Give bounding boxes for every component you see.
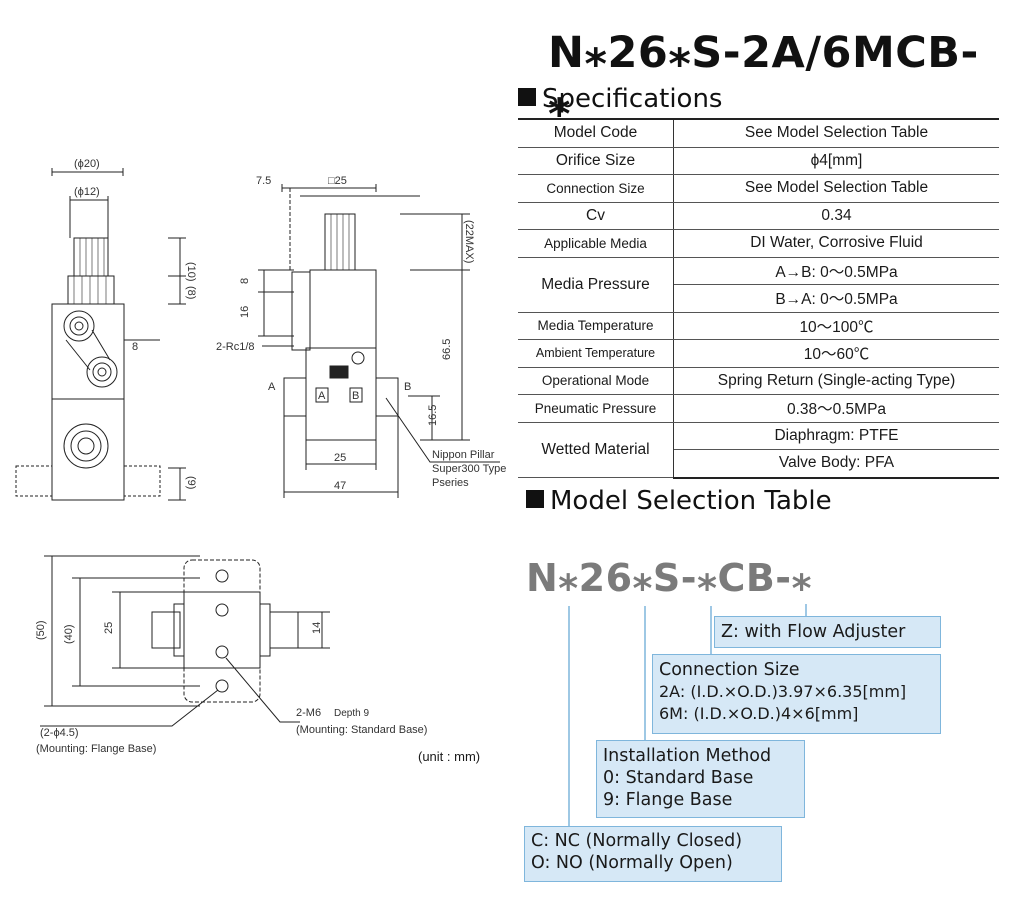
dim-label: 47: [334, 480, 346, 492]
connection-size-line: 6M: (I.D.×O.D.)4×6[mm]: [659, 704, 859, 723]
installation-method-line: 0: Standard Base: [603, 768, 754, 788]
model-selection-heading-text: Model Selection Table: [550, 486, 832, 516]
dim-label: Super300 Type: [432, 463, 506, 475]
dim-label: (10): [185, 262, 197, 282]
connection-size-line: 2A: (I.D.×O.D.)3.97×6.35[mm]: [659, 682, 907, 701]
spec-key: Model Code: [518, 118, 674, 148]
table-row: B→A: 0～0.5MPa: [518, 284, 999, 313]
spec-value: B→A: 0～0.5MPa: [673, 284, 999, 313]
spec-key: Applicable Media: [518, 229, 674, 258]
model-selection-heading: Model Selection Table: [526, 486, 832, 516]
port-a-label: A: [318, 390, 326, 402]
table-row: Valve Body: PFA: [518, 449, 999, 479]
spec-key: Cv: [518, 202, 674, 230]
dim-label: Depth 9: [334, 708, 369, 719]
unit-note: (unit : mm): [418, 749, 481, 764]
dim-label: (Mounting: Flange Base): [36, 743, 156, 755]
dim-label: (50): [35, 620, 47, 640]
spec-value: 10～100℃: [673, 312, 999, 340]
spec-value: A→B: 0～0.5MPa: [673, 257, 999, 285]
dim-label: 2-M6: [296, 707, 321, 719]
spec-value: DI Water, Corrosive Fluid: [673, 229, 999, 258]
dim-label: 8: [239, 278, 251, 284]
spec-key: Media Pressure: [518, 257, 674, 313]
normal-state-line: C: NC (Normally Closed): [531, 831, 743, 851]
spec-key: Media Temperature: [518, 312, 674, 340]
product-title: N⁎26⁎S-2A/6MCB-⁎: [548, 28, 979, 128]
dim-label: (ϕ20): [74, 158, 100, 170]
dim-label: 25: [103, 622, 115, 634]
dim-label: 16.5: [427, 405, 439, 426]
spec-value: ϕ4[mm]: [673, 147, 999, 175]
flow-adjuster-box: Z: with Flow Adjuster: [714, 616, 941, 648]
model-code-pattern: N⁎26⁎S-⁎CB-⁎: [526, 556, 812, 600]
heading-square-icon: [518, 88, 536, 106]
bottom-view: [40, 555, 330, 727]
dim-label: (9): [185, 476, 197, 489]
installation-method-line: 9: Flange Base: [603, 790, 733, 810]
dim-label: 8: [132, 341, 138, 353]
dim-label: (ϕ12): [74, 186, 100, 198]
dim-label: 16: [239, 306, 251, 318]
spec-value: Valve Body: PFA: [673, 449, 999, 479]
spec-value: See Model Selection Table: [673, 174, 999, 203]
normal-state-line: O: NO (Normally Open): [531, 853, 733, 873]
port-b-label: B: [352, 390, 359, 402]
side-view: [258, 184, 500, 498]
drawing-dimension-labels: (ϕ20) (ϕ12) (10) (8) 8 (9) 7.5 □25 (22MA…: [35, 158, 506, 755]
dim-label: Nippon Pillar: [432, 449, 495, 461]
dim-label: □25: [328, 175, 347, 187]
specifications-heading-text: Specifications: [542, 84, 723, 114]
spec-key: Connection Size: [518, 174, 674, 203]
spec-key: Operational Mode: [518, 367, 674, 395]
spec-value: 0.38～0.5MPa: [673, 394, 999, 423]
dim-label: (Mounting: Standard Base): [296, 724, 427, 736]
dim-label: (40): [63, 624, 75, 644]
dim-label: (22MAX): [463, 220, 475, 263]
dim-label: 7.5: [256, 175, 271, 187]
front-view: [15, 168, 186, 501]
spec-value: See Model Selection Table: [673, 118, 999, 148]
flow-adjuster-text: Z: with Flow Adjuster: [721, 622, 906, 642]
spec-value: 10～60℃: [673, 339, 999, 368]
spec-key: Wetted Material: [518, 422, 674, 478]
dim-label: 25: [334, 452, 346, 464]
dim-label: (8): [185, 286, 197, 299]
normal-state-box: C: NC (Normally Closed) O: NO (Normally …: [524, 826, 782, 882]
dim-label: 2-Rc1/8: [216, 341, 255, 353]
spec-key: Pneumatic Pressure: [518, 394, 674, 423]
dim-label: B: [404, 381, 411, 393]
heading-square-icon: [526, 490, 544, 508]
dim-label: 14: [311, 622, 323, 634]
connection-size-title: Connection Size: [659, 660, 800, 680]
connection-size-box: Connection Size 2A: (I.D.×O.D.)3.97×6.35…: [652, 654, 941, 734]
dim-label: A: [268, 381, 276, 393]
spec-value: Spring Return (Single-acting Type): [673, 367, 999, 395]
dim-label: Pseries: [432, 477, 469, 489]
specifications-heading: Specifications: [518, 84, 722, 114]
installation-method-box: Installation Method 0: Standard Base 9: …: [596, 740, 805, 818]
dim-label: 66.5: [441, 339, 453, 360]
installation-method-title: Installation Method: [603, 746, 772, 766]
spec-key: Ambient Temperature: [518, 339, 674, 368]
technical-drawing: (ϕ20) (ϕ12) (10) (8) 8 (9) 7.5 □25 (22MA…: [15, 158, 506, 755]
spec-key: Orifice Size: [518, 147, 674, 175]
spec-value: 0.34: [673, 202, 999, 230]
dim-label: (2-ϕ4.5): [40, 727, 79, 739]
spec-value: Diaphragm: PTFE: [673, 422, 999, 450]
